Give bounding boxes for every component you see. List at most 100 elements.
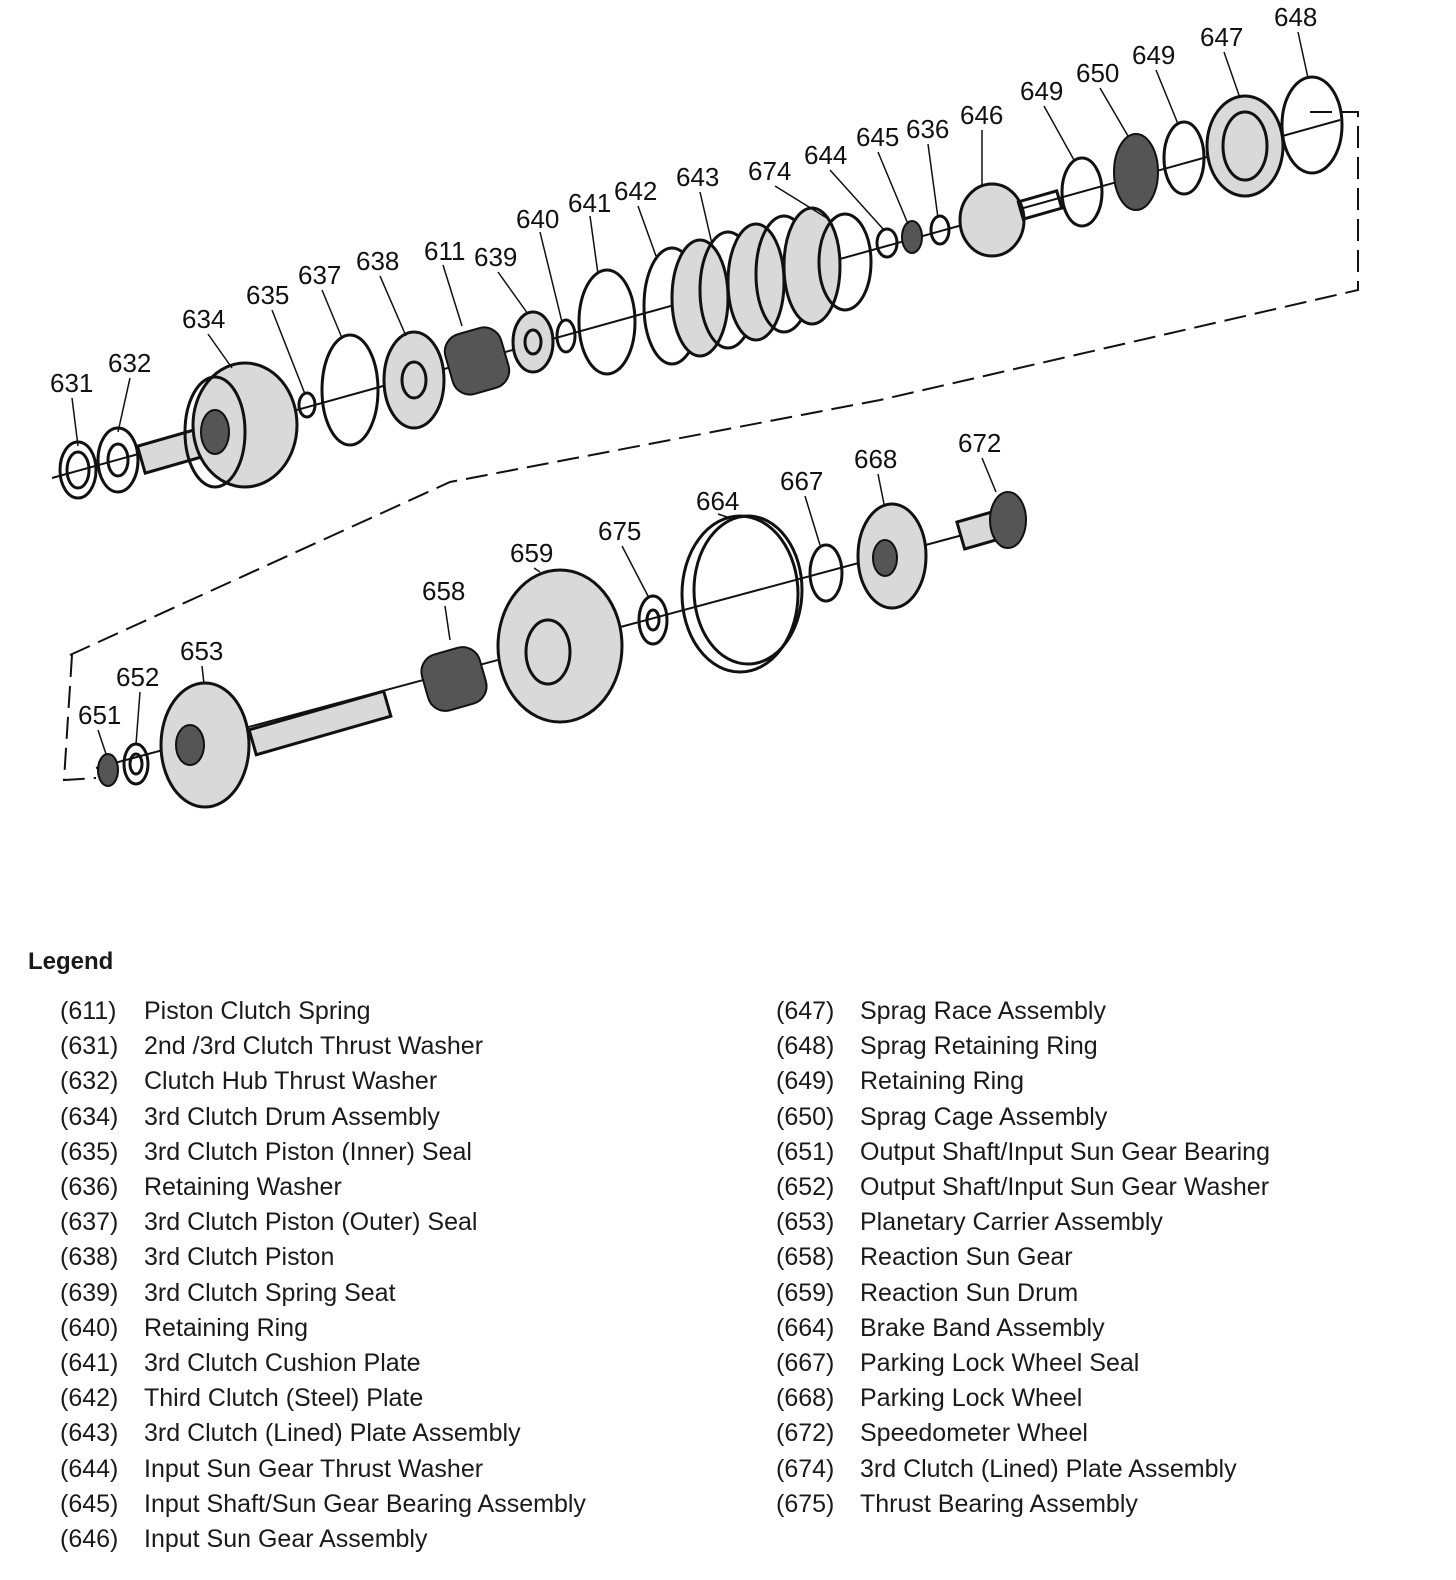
legend-item-label: Speedometer Wheel xyxy=(860,1419,1088,1448)
part-653-planetary-carrier xyxy=(159,681,393,809)
legend-item-label: Planetary Carrier Assembly xyxy=(860,1208,1163,1237)
legend-item: (631) 2nd /3rd Clutch Thrust Washer xyxy=(60,1029,720,1064)
legend-item-number: (649) xyxy=(776,1067,835,1096)
legend-item-number: (664) xyxy=(776,1313,835,1342)
legend-item-number: (672) xyxy=(776,1419,835,1448)
part-637-outer-seal xyxy=(320,333,380,447)
legend-item: (636) Retaining Washer xyxy=(60,1170,720,1205)
legend-item-number: (639) xyxy=(60,1278,119,1307)
legend-item-label: 3rd Clutch Piston (Inner) Seal xyxy=(144,1137,472,1166)
legend-item: (674) 3rd Clutch (Lined) Plate Assembly xyxy=(776,1451,1436,1486)
callout-643: 643 xyxy=(676,162,719,192)
legend-item-number: (651) xyxy=(776,1137,835,1166)
callout-664: 664 xyxy=(696,486,739,516)
legend-item-number: (652) xyxy=(776,1173,835,1202)
legend-item-label: 3rd Clutch (Lined) Plate Assembly xyxy=(144,1419,521,1448)
part-640-retaining-ring xyxy=(555,318,577,354)
legend-item: (649) Retaining Ring xyxy=(776,1064,1436,1099)
legend-item-label: Input Sun Gear Assembly xyxy=(144,1524,428,1553)
legend-item-number: (658) xyxy=(776,1243,835,1272)
callout-674: 674 xyxy=(748,156,791,186)
part-651-bearing xyxy=(97,753,119,787)
callout-639: 639 xyxy=(474,242,517,272)
legend-item-number: (646) xyxy=(60,1524,119,1553)
legend-item: (642) Third Clutch (Steel) Plate xyxy=(60,1381,720,1416)
callout-636: 636 xyxy=(906,114,949,144)
callout-650: 650 xyxy=(1076,58,1119,88)
part-639-spring-seat xyxy=(511,310,555,374)
part-648-sprag-retaining-ring xyxy=(1280,75,1344,175)
callout-640: 640 xyxy=(516,204,559,234)
legend-item-number: (667) xyxy=(776,1348,835,1377)
part-675-thrust-bearing xyxy=(637,594,669,646)
legend-item: (650) Sprag Cage Assembly xyxy=(776,1100,1436,1135)
legend-item-label: 3rd Clutch (Lined) Plate Assembly xyxy=(860,1454,1237,1483)
legend-item-number: (642) xyxy=(60,1384,119,1413)
callout-611: 611 xyxy=(424,236,465,266)
part-658-reaction-sun-gear xyxy=(420,646,488,712)
legend-item-number: (638) xyxy=(60,1243,119,1272)
legend-item-number: (648) xyxy=(776,1032,835,1061)
legend-item-number: (643) xyxy=(60,1419,119,1448)
legend-item-label: Retaining Washer xyxy=(144,1173,342,1202)
legend-item-label: 3rd Clutch Spring Seat xyxy=(144,1278,396,1307)
legend-item: (644) Input Sun Gear Thrust Washer xyxy=(60,1451,720,1486)
legend-item-number: (611) xyxy=(60,997,117,1026)
callout-652: 652 xyxy=(116,662,159,692)
legend-item: (672) Speedometer Wheel xyxy=(776,1416,1436,1451)
legend-item: (675) Thrust Bearing Assembly xyxy=(776,1487,1436,1522)
legend-item: (632) Clutch Hub Thrust Washer xyxy=(60,1064,720,1099)
legend-item-label: 3rd Clutch Cushion Plate xyxy=(144,1348,421,1377)
callout-642: 642 xyxy=(614,176,657,206)
legend-item: (652) Output Shaft/Input Sun Gear Washer xyxy=(776,1170,1436,1205)
callout-634: 634 xyxy=(182,304,225,334)
part-611-piston-spring xyxy=(443,326,511,396)
leader-lines xyxy=(71,31,1309,755)
legend-item-label: 2nd /3rd Clutch Thrust Washer xyxy=(144,1032,484,1061)
part-667-seal xyxy=(808,543,844,603)
legend-item-label: Piston Clutch Spring xyxy=(144,997,371,1026)
legend-item: (667) Parking Lock Wheel Seal xyxy=(776,1346,1436,1381)
legend-item-label: Output Shaft/Input Sun Gear Washer xyxy=(860,1173,1270,1202)
part-664-brake-band xyxy=(680,514,804,674)
legend-item-label: Parking Lock Wheel Seal xyxy=(860,1348,1140,1377)
callout-649-b: 649 xyxy=(1132,40,1175,70)
part-650-sprag-cage xyxy=(1113,133,1159,211)
legend-item-number: (641) xyxy=(60,1348,119,1377)
legend-item-number: (674) xyxy=(776,1454,835,1483)
legend-item-label: 3rd Clutch Piston (Outer) Seal xyxy=(144,1208,478,1237)
part-652-washer xyxy=(122,742,150,786)
legend-item-number: (668) xyxy=(776,1384,835,1413)
legend-item-label: 3rd Clutch Piston xyxy=(144,1243,335,1272)
legend-item-label: 3rd Clutch Drum Assembly xyxy=(144,1102,440,1131)
part-659-reaction-sun-drum xyxy=(496,568,624,724)
part-634-clutch-drum xyxy=(135,361,299,489)
legend-item: (646) Input Sun Gear Assembly xyxy=(60,1522,720,1557)
callout-675: 675 xyxy=(598,516,641,546)
legend-item-number: (634) xyxy=(60,1102,119,1131)
callout-641: 641 xyxy=(568,188,611,218)
legend-item: (668) Parking Lock Wheel xyxy=(776,1381,1436,1416)
legend-item: (638) 3rd Clutch Piston xyxy=(60,1240,720,1275)
callout-638: 638 xyxy=(356,246,399,276)
legend-item-label: Retaining Ring xyxy=(144,1313,308,1342)
part-638-clutch-piston xyxy=(382,330,446,430)
legend-item: (647) Sprag Race Assembly xyxy=(776,994,1436,1029)
callout-649-a: 649 xyxy=(1020,76,1063,106)
legend-item-number: (659) xyxy=(776,1278,835,1307)
part-635-inner-seal xyxy=(297,391,317,419)
upper-frame-line xyxy=(69,111,1359,656)
legend-item-label: Sprag Retaining Ring xyxy=(860,1032,1098,1061)
part-644-thrust-washer xyxy=(875,227,899,259)
legend-item-number: (675) xyxy=(776,1489,835,1518)
legend-left-column: (611) Piston Clutch Spring (631) 2nd /3r… xyxy=(60,994,720,1557)
legend-item-label: Reaction Sun Drum xyxy=(860,1278,1079,1307)
legend-item-number: (635) xyxy=(60,1137,119,1166)
lower-frame-line xyxy=(62,654,97,782)
legend-item-number: (631) xyxy=(60,1032,119,1061)
part-668-parking-lock-wheel xyxy=(856,502,928,610)
legend-item-number: (632) xyxy=(60,1067,119,1096)
callout-646: 646 xyxy=(960,100,1003,130)
legend-item-label: Brake Band Assembly xyxy=(860,1313,1105,1342)
callout-658: 658 xyxy=(422,576,465,606)
